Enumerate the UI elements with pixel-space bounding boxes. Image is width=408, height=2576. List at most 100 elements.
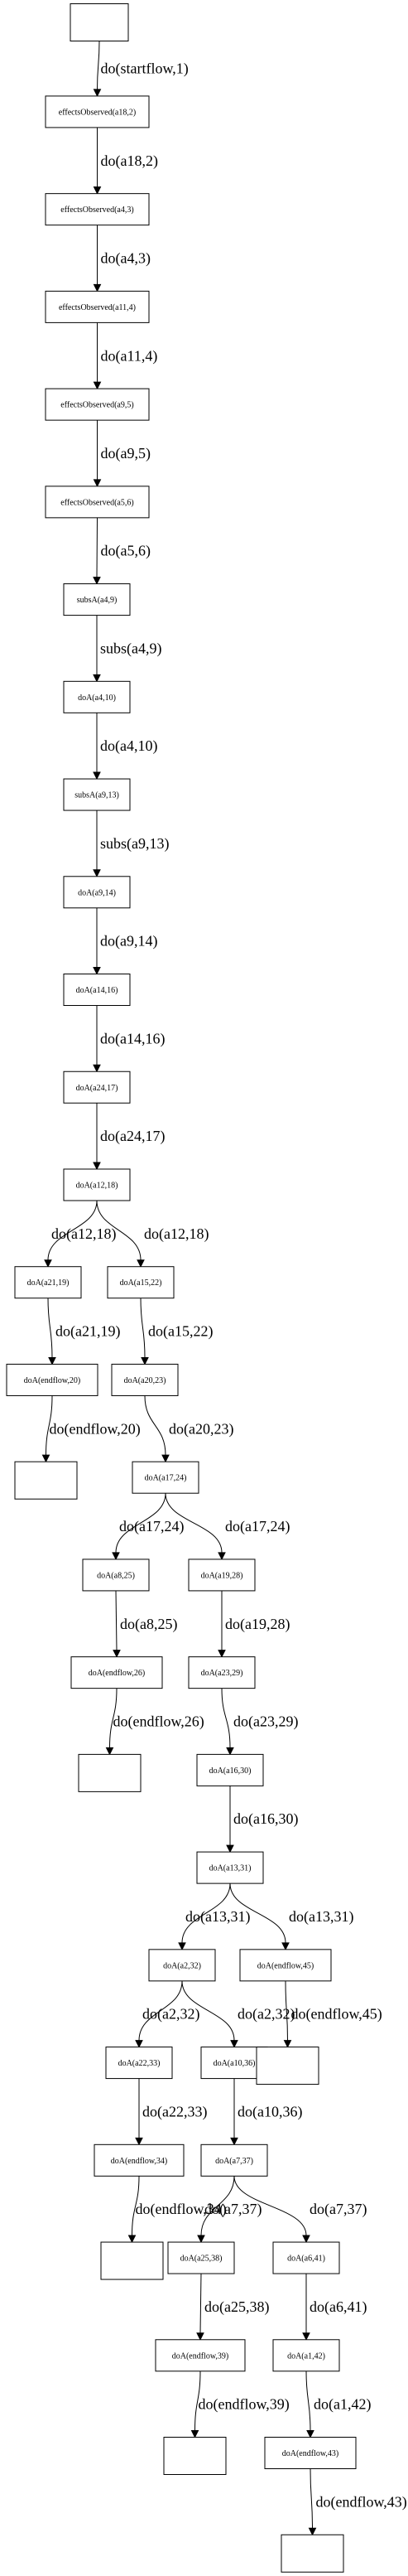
node-n11: doA(a24,17) — [63, 1071, 131, 1104]
node-n21: doA(endflow,26) — [70, 1656, 163, 1689]
node-n15: doA(endflow,20) — [6, 1363, 98, 1396]
node-n9: doA(a9,14) — [63, 876, 131, 909]
node-n36: doA(endflow,39) — [155, 2339, 246, 2372]
node-box — [132, 1461, 199, 1494]
node-n18: doA(a17,24) — [132, 1461, 199, 1494]
edge-label: do(a20,23) — [169, 1420, 233, 1438]
node-n22: doA(a23,29) — [188, 1656, 256, 1689]
node-label: doA(endflow,45) — [257, 1961, 314, 1970]
edge-n11-n12: do(a24,17) — [93, 1103, 165, 1171]
edge-line — [305, 2371, 311, 2431]
edge-label: do(a8,25) — [120, 1616, 177, 1633]
edge-label: do(a17,24) — [119, 1518, 184, 1535]
node-n8: subsA(a9,13) — [63, 778, 131, 811]
node-n14: doA(a15,22) — [107, 1266, 175, 1299]
node-label: subsA(a9,13) — [74, 791, 119, 800]
edge-line — [194, 2371, 201, 2431]
node-box — [45, 290, 150, 323]
edge-n12-n13: do(a12,18) — [44, 1200, 116, 1268]
arrow-head — [93, 577, 101, 585]
edge-n29-n32: do(a10,36) — [230, 2078, 302, 2146]
edge-n24-n25: do(a16,30) — [226, 1786, 298, 1853]
node-label: doA(a19,28) — [201, 1571, 243, 1580]
arrow-head — [127, 2235, 137, 2244]
node-n17 — [14, 1461, 78, 1500]
edge-n14-n16: do(a15,22) — [140, 1298, 213, 1365]
edge-label: do(a25,38) — [204, 2298, 269, 2316]
node-label: doA(endflow,26) — [89, 1669, 146, 1678]
node-box — [63, 1071, 131, 1104]
node-n33 — [100, 2241, 164, 2280]
edge-line — [140, 1298, 146, 1358]
edge-label: do(startflow,1) — [101, 60, 189, 78]
arrow-head — [226, 1844, 234, 1853]
node-label: doA(a16,30) — [209, 1766, 252, 1776]
edge-n28-n31: do(a22,33) — [135, 2078, 207, 2146]
node-n10: doA(a14,16) — [63, 974, 131, 1007]
arrow-head — [112, 1552, 120, 1561]
arrow-head — [93, 1162, 101, 1171]
edge-label: do(a18,2) — [101, 152, 158, 170]
edge-n8-n9: subs(a9,13) — [93, 810, 170, 877]
edge-line — [109, 1688, 118, 1748]
node-n28: doA(a22,33) — [105, 2047, 173, 2080]
node-box — [148, 1949, 216, 1982]
edge-label: do(a13,31) — [289, 1908, 353, 1926]
edge-n2-n3: do(a4,3) — [93, 225, 151, 292]
edge-n6-n7: subs(a4,9) — [93, 615, 162, 683]
node-label: subsA(a4,9) — [77, 596, 118, 605]
node-n39: doA(endflow,43) — [264, 2437, 357, 2470]
edge-line — [285, 1980, 288, 2041]
node-n35: doA(a6,41) — [272, 2241, 340, 2274]
node-box — [188, 1656, 256, 1689]
edge-label: do(a10,36) — [238, 2103, 302, 2120]
node-label: doA(a9,14) — [78, 888, 116, 897]
edge-n16-n18: do(a20,23) — [144, 1395, 233, 1463]
node-box — [63, 583, 131, 616]
node-n7: doA(a4,10) — [63, 680, 131, 713]
edge-label: do(a23,29) — [233, 1713, 298, 1731]
node-box — [82, 1559, 150, 1592]
edges-layer: do(startflow,1)do(a18,2)do(a4,3)do(a11,4… — [41, 41, 407, 2536]
node-n38 — [163, 2437, 227, 2476]
arrow-head — [302, 2235, 310, 2244]
node-n6: subsA(a4,9) — [63, 583, 131, 616]
edge-label: do(a5,6) — [101, 543, 151, 560]
node-box — [94, 2143, 185, 2177]
node-box — [100, 2241, 164, 2280]
edge-n25-n26: do(a13,31) — [178, 1883, 250, 1950]
arrow-head — [93, 381, 102, 390]
edge-label: do(a17,24) — [225, 1518, 290, 1535]
edge-label: do(a13,31) — [185, 1908, 250, 1926]
arrow-head — [93, 674, 101, 683]
edge-label: do(a19,28) — [225, 1616, 290, 1633]
edge-n5-n6: do(a5,6) — [93, 517, 151, 585]
arrow-head — [281, 1942, 290, 1950]
edge-label: do(a2,32) — [142, 2006, 199, 2023]
arrow-head — [306, 2430, 314, 2438]
edge-n18-n19: do(a17,24) — [112, 1493, 184, 1561]
node-box — [63, 974, 131, 1007]
arrow-head — [196, 2332, 204, 2341]
edge-n22-n24: do(a23,29) — [221, 1688, 298, 1756]
node-box — [196, 1851, 264, 1884]
edge-label: do(a7,37) — [204, 2201, 262, 2218]
arrow-head — [93, 1064, 101, 1073]
node-label: doA(endflow,20) — [24, 1376, 81, 1385]
node-label: doA(a8,25) — [97, 1571, 135, 1580]
node-label: doA(a25,38) — [180, 2255, 223, 2264]
node-box — [155, 2339, 246, 2372]
node-box — [281, 2534, 344, 2573]
node-box — [14, 1461, 78, 1500]
edge-label: do(a24,17) — [100, 1128, 165, 1145]
arrow-head — [93, 283, 102, 292]
node-label: doA(a2,32) — [163, 1961, 201, 1970]
node-box — [63, 876, 131, 909]
node-label: doA(a6,41) — [287, 2255, 325, 2264]
edge-label: do(a15,22) — [148, 1323, 213, 1341]
edge-label: do(endflow,20) — [50, 1420, 141, 1438]
edge-label: do(a7,37) — [310, 2201, 367, 2218]
node-n12: doA(a12,18) — [63, 1168, 131, 1201]
arrow-head — [161, 1454, 170, 1463]
arrow-head — [230, 2040, 238, 2048]
